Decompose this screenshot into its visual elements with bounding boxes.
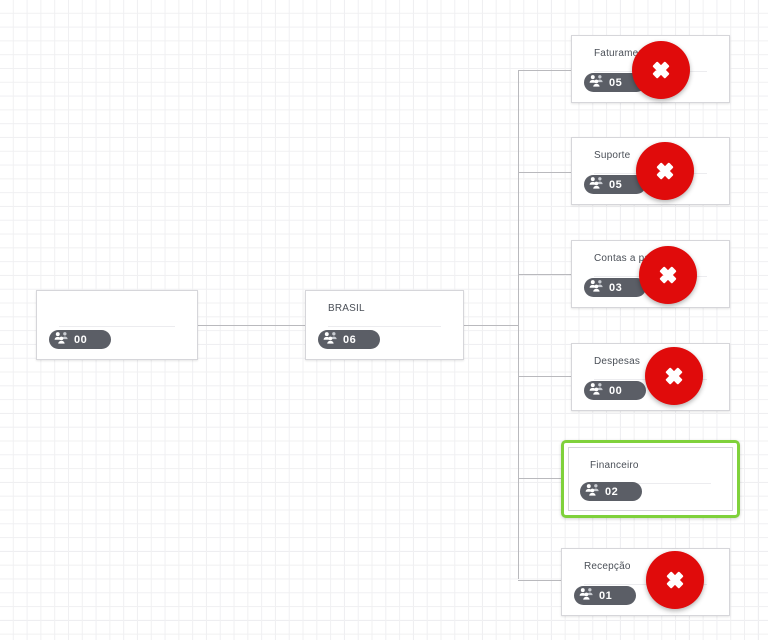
faturamento-node-badge-count: 05 xyxy=(609,76,623,89)
group-users-icon xyxy=(589,382,604,400)
group-users-icon xyxy=(585,483,600,501)
faturamento-node-badge[interactable]: 05 xyxy=(584,73,646,92)
group-users-icon xyxy=(589,176,604,194)
recepcao-node-divider xyxy=(584,584,707,585)
root-node-badge-count: 00 xyxy=(74,333,88,346)
financeiro-node-badge-count: 02 xyxy=(605,485,619,498)
contas-a-pagar-node-title: Contas a pagar xyxy=(594,253,666,264)
financeiro-node[interactable]: Financeiro 02 xyxy=(561,440,740,518)
connector-branch-faturamento xyxy=(518,70,572,71)
recepcao-node-title: Recepção xyxy=(584,561,631,572)
root-node-divider xyxy=(59,326,175,327)
group-users-icon xyxy=(589,74,604,92)
delete-icon[interactable] xyxy=(639,246,697,304)
recepcao-node-badge-count: 01 xyxy=(599,589,613,602)
brasil-node-badge[interactable]: 06 xyxy=(318,330,380,349)
connector-branch-despesas xyxy=(518,376,572,377)
financeiro-node-divider xyxy=(590,483,711,484)
brasil-node-divider xyxy=(328,326,441,327)
connector-branch-contas-a-pagar xyxy=(518,274,572,275)
brasil-node-title: BRASIL xyxy=(328,303,365,314)
delete-icon[interactable] xyxy=(636,142,694,200)
delete-icon[interactable] xyxy=(632,41,690,99)
recepcao-node-badge[interactable]: 01 xyxy=(574,586,636,605)
group-users-icon xyxy=(589,279,604,297)
root-node[interactable]: 00 xyxy=(36,290,198,360)
contas-a-pagar-node-badge-count: 03 xyxy=(609,281,623,294)
delete-icon[interactable] xyxy=(646,551,704,609)
despesas-node-badge-count: 00 xyxy=(609,384,623,397)
financeiro-node-title: Financeiro xyxy=(590,460,639,471)
delete-icon[interactable] xyxy=(645,347,703,405)
connector-branch-financeiro xyxy=(518,478,562,479)
root-node-badge[interactable]: 00 xyxy=(49,330,111,349)
despesas-node-title: Despesas xyxy=(594,356,641,367)
connector-branch-recepcao xyxy=(518,580,572,581)
faturamento-node-title: Faturamento xyxy=(594,48,653,59)
suporte-node-badge[interactable]: 05 xyxy=(584,175,646,194)
connector-trunk-vertical xyxy=(518,70,519,579)
connector-brasil-to-trunk xyxy=(464,325,519,326)
group-users-icon xyxy=(323,331,338,349)
financeiro-node-badge[interactable]: 02 xyxy=(580,482,642,501)
brasil-node[interactable]: BRASIL 06 xyxy=(305,290,464,360)
despesas-node-badge[interactable]: 00 xyxy=(584,381,646,400)
connector-root-to-brasil xyxy=(198,325,306,326)
group-users-icon xyxy=(54,331,69,349)
suporte-node-badge-count: 05 xyxy=(609,178,623,191)
suporte-node-title: Suporte xyxy=(594,150,631,161)
contas-a-pagar-node-badge[interactable]: 03 xyxy=(584,278,646,297)
financeiro-node-inner xyxy=(568,447,733,511)
brasil-node-badge-count: 06 xyxy=(343,333,357,346)
group-users-icon xyxy=(579,587,594,605)
connector-branch-suporte xyxy=(518,172,572,173)
